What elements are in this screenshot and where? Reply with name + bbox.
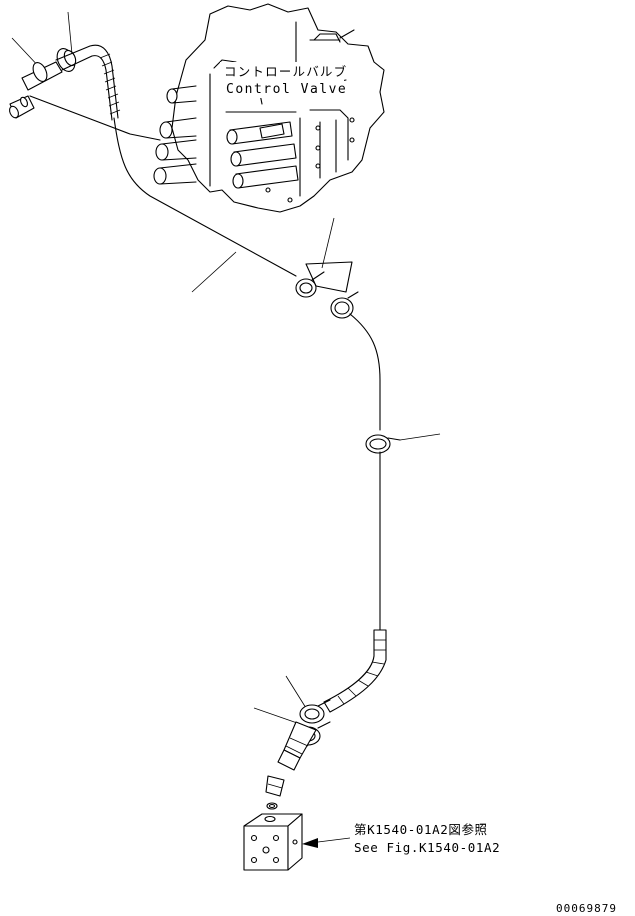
clamp-middle bbox=[365, 433, 441, 454]
lower-hose-guard bbox=[323, 629, 387, 713]
reference-label-en: See Fig.K1540-01A2 bbox=[354, 840, 500, 855]
lower-fitting-assembly bbox=[253, 675, 331, 810]
control-valve-label-en: Control Valve bbox=[226, 82, 347, 97]
reference-label-jp: 第K1540-01A2図参照 bbox=[354, 822, 488, 837]
reference-arrow bbox=[302, 837, 351, 848]
leader-hose-upper bbox=[191, 251, 237, 293]
drawing-number: 00069879 bbox=[556, 902, 617, 915]
upper-left-fittings bbox=[9, 11, 161, 141]
valve-block bbox=[243, 813, 303, 871]
hose-line-right bbox=[349, 313, 381, 431]
clamp-pair bbox=[295, 217, 359, 319]
control-valve bbox=[153, 3, 385, 213]
control-valve-label-jp: コントロールバルブ bbox=[224, 64, 347, 79]
hose-line-upper bbox=[113, 117, 297, 277]
